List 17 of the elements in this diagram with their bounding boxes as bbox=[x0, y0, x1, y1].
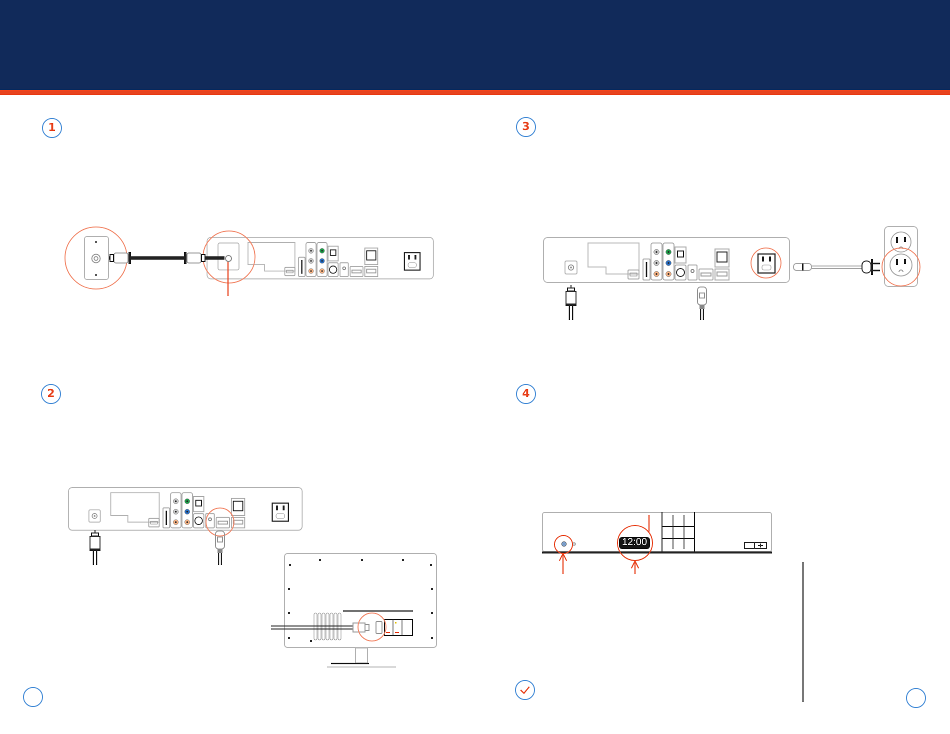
leader-line bbox=[227, 262, 229, 296]
step-number: 3 bbox=[516, 117, 536, 137]
arrow bbox=[558, 552, 568, 574]
arrow bbox=[630, 560, 640, 574]
coax-cable bbox=[108, 252, 224, 264]
step-number: 4 bbox=[516, 384, 536, 404]
highlight-ring bbox=[617, 525, 653, 561]
coax-port bbox=[224, 254, 232, 262]
step-number: 2 bbox=[41, 384, 61, 404]
page-circle bbox=[906, 688, 926, 708]
highlight-ring bbox=[554, 534, 572, 554]
clock-display: 12:00 bbox=[619, 536, 650, 548]
check-icon bbox=[515, 680, 535, 700]
leader-line bbox=[648, 515, 650, 532]
wall-plate bbox=[84, 236, 108, 280]
step-number: 1 bbox=[42, 118, 62, 138]
page-circle bbox=[23, 687, 43, 707]
